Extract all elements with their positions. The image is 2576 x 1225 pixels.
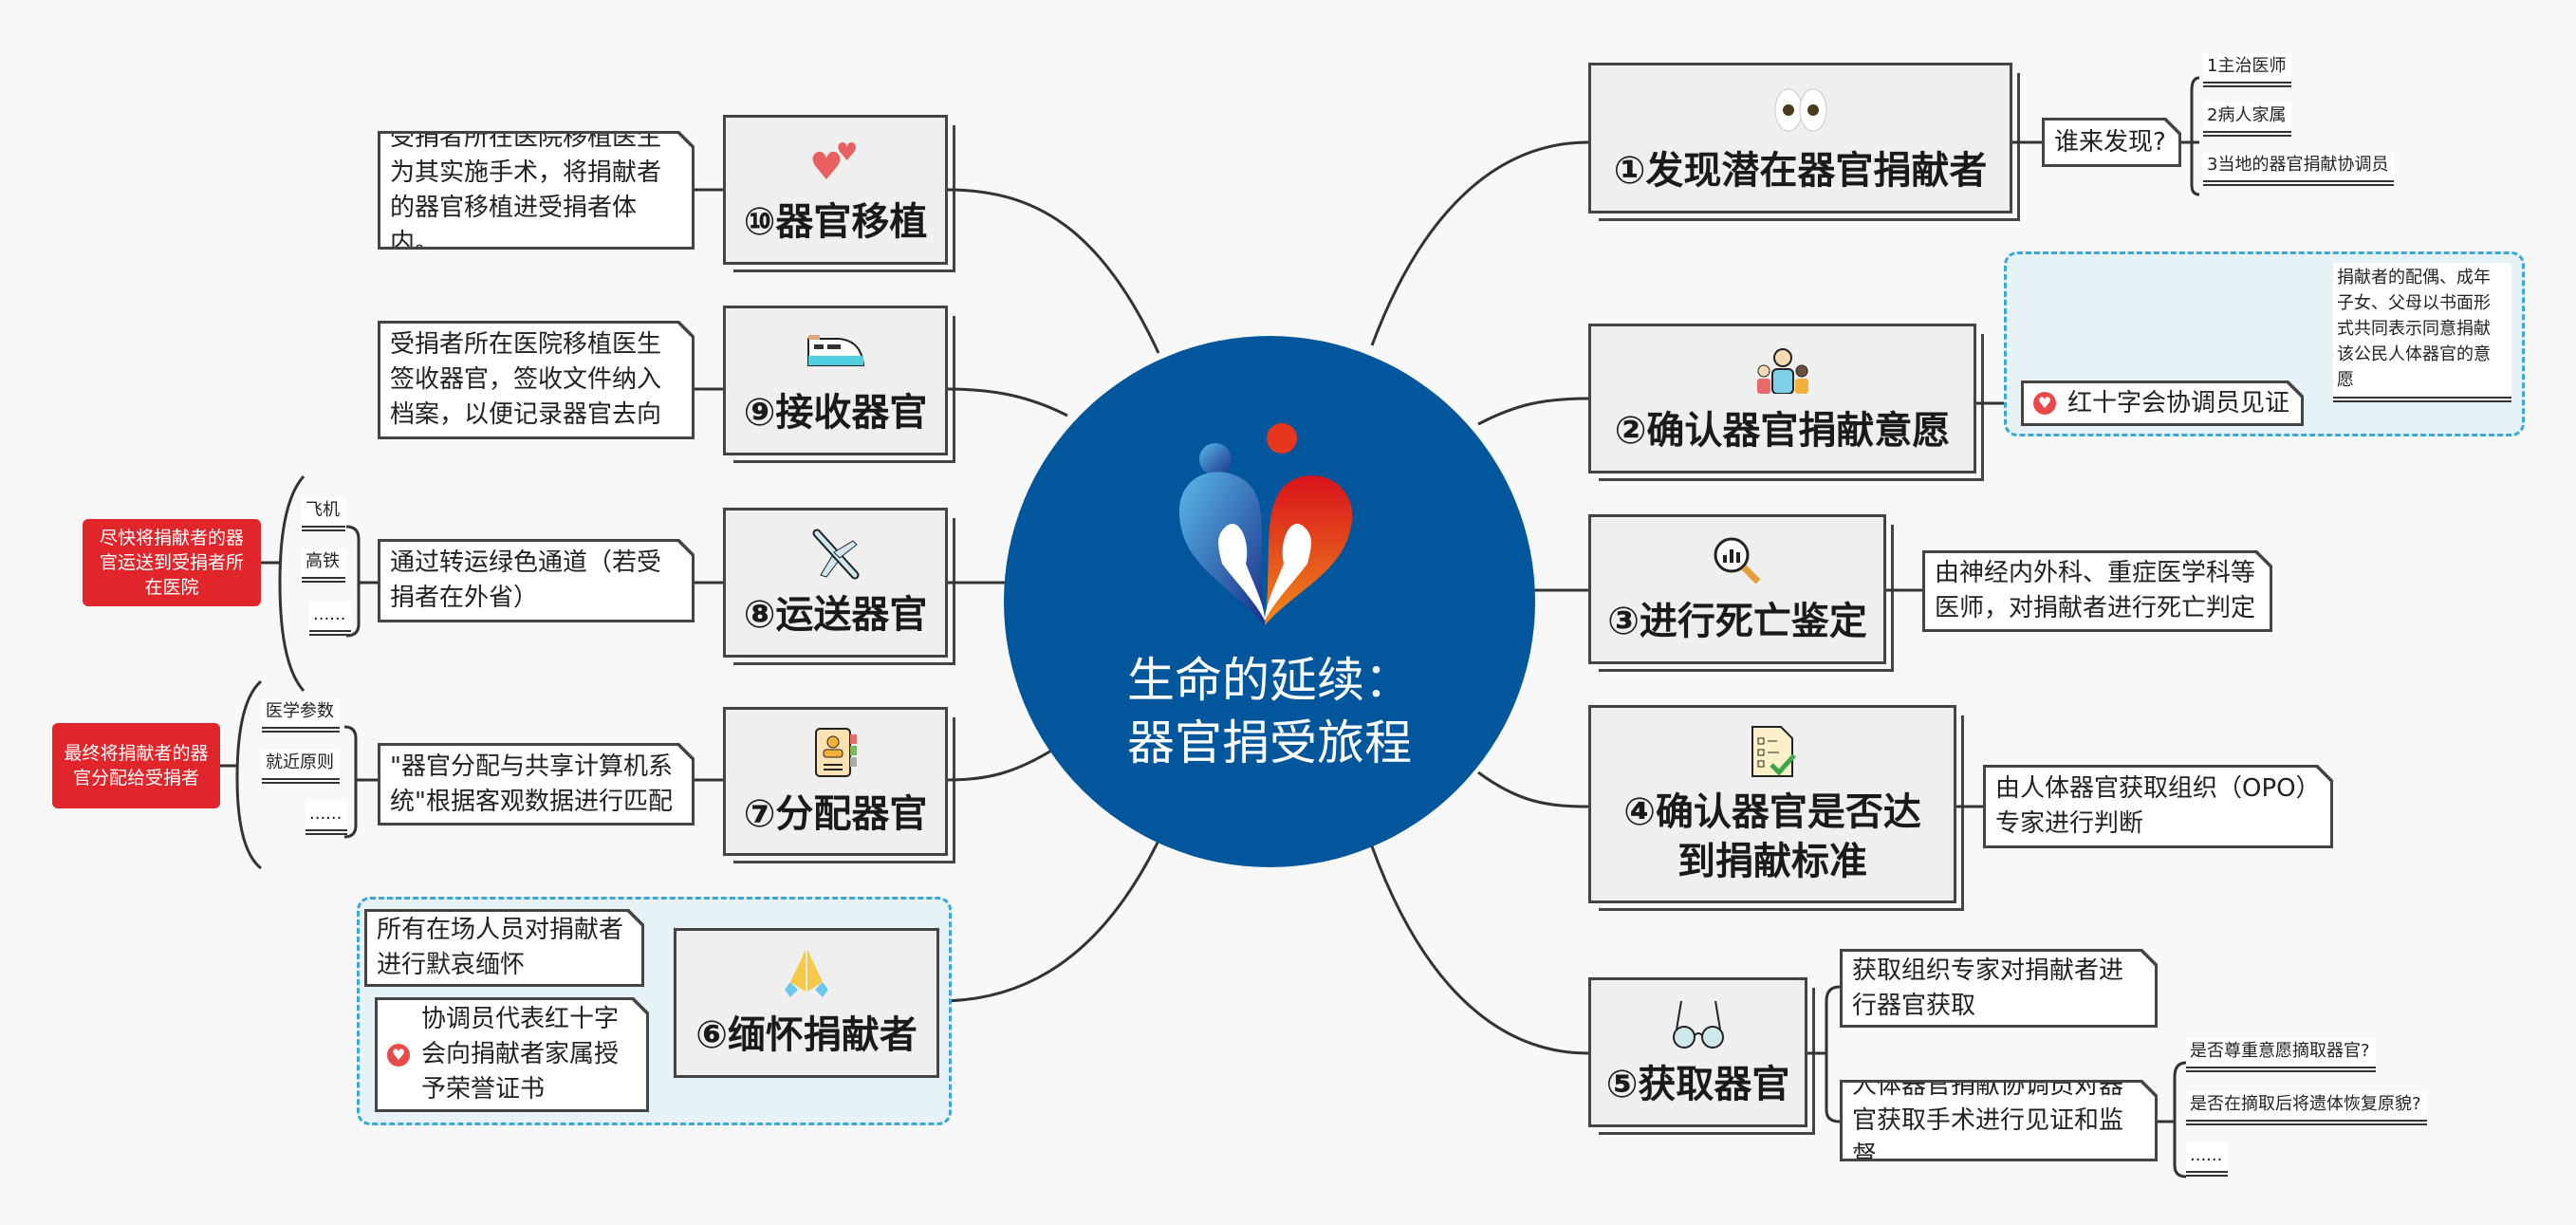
step-1-detail[interactable]: 谁来发现? [2042,118,2181,167]
step-5-detail-1[interactable]: 获取组织专家对捐献者进行器官获取 [1840,949,2158,1028]
heart-icon: ♥ [2033,392,2056,415]
step-10-detail[interactable]: 受捐者所在医院移植医生为其实施手术，将捐献者的器官移植进受捐者体内。 [378,131,695,250]
step-8-detail[interactable]: 通过转运绿色通道（若受捐者在外省） [378,539,695,622]
step-5-node[interactable]: ⑤获取器官 [1588,977,1815,1135]
step-5-sub-3[interactable]: ...... [2186,1142,2229,1177]
step-9-title: ⑨接收器官 [743,391,928,435]
svg-text:♥: ♥ [809,145,843,185]
step-8-sub-2[interactable]: 高铁 [302,548,345,583]
step-9-node[interactable]: ⑨接收器官 [723,306,955,463]
step-3-detail[interactable]: 由神经内外科、重症医学科等医师，对捐献者进行死亡判定 [1922,550,2272,632]
step-7-sub-3[interactable]: ...... [306,801,348,835]
hearts-icon: ♥♥ [807,133,864,190]
praying-hands-icon [783,946,830,1003]
step-1-detail-text: 谁来发现? [2045,121,2178,164]
step-4-detail[interactable]: 由人体器官获取组织（OPO）专家进行判断 [1983,765,2333,848]
central-title-line1: 生命的延续： [1127,653,1412,708]
step-7-summary[interactable]: 最终将捐献者的器官分配给受捐者 [52,723,220,808]
step-5-sub-2[interactable]: 是否在摘取后将遗体恢复原貌? [2186,1091,2427,1125]
airplane-icon [809,526,862,583]
central-title-line2: 器官捐受旅程 [1127,715,1412,770]
step-8-sub-1[interactable]: 飞机 [302,497,345,531]
eyes-icon [1772,82,1829,139]
svg-text:♥: ♥ [836,139,858,167]
step-6-node[interactable]: ⑥缅怀捐献者 [674,928,947,1086]
step-7-sub-2[interactable]: 就近原则 [262,750,340,784]
step-1-sub-3[interactable]: 3当地的器官捐献协调员 [2203,152,2395,186]
step-1-title: ①发现潜在器官捐献者 [1613,148,1988,193]
step-9-detail[interactable]: 受捐者所在医院移植医生签收器官，签收文件纳入档案，以便记录器官去向 [378,321,695,439]
step-3-node[interactable]: ③进行死亡鉴定 [1588,514,1894,672]
heart-icon: ♥ [387,1044,410,1067]
step-3-title: ③进行死亡鉴定 [1607,600,1867,643]
step-10-node[interactable]: ♥♥ ⑩器官移植 [723,115,955,272]
step-7-title: ⑦分配器官 [743,791,928,836]
step-4-node[interactable]: ④确认器官是否达 到捐献标准 [1588,705,1964,911]
magnifier-chart-icon [1711,532,1764,589]
step-10-title: ⑩器官移植 [743,200,928,244]
step-8-sub-3[interactable]: ...... [309,602,352,636]
step-10-detail-text: 受捐者所在医院移植医生为其实施手术，将捐献者的器官移植进受捐者体内。 [380,134,692,247]
central-topic[interactable]: 生命的延续： 器官捐受旅程 [1004,336,1535,867]
step-6-detail-2-text: 协调员代表红十字会向捐献者家属授予荣誉证书 [421,1005,620,1104]
step-7-detail[interactable]: "器官分配与共享计算机系统"根据客观数据进行匹配 [378,743,695,826]
central-title: 生命的延续： 器官捐受旅程 [1004,649,1535,774]
checklist-icon [1749,723,1796,780]
step-8-node[interactable]: ⑧运送器官 [723,508,955,665]
step-1-sub-1[interactable]: 1主治医师 [2203,53,2292,87]
step-7-detail-text: "器官分配与共享计算机系统"根据客观数据进行匹配 [380,746,692,823]
step-5-detail-1-text: 获取组织专家对捐献者进行器官获取 [1843,952,2155,1025]
step-8-title: ⑧运送器官 [743,593,928,637]
step-3-detail-text: 由神经内外科、重症医学科等医师，对捐献者进行死亡判定 [1925,553,2270,629]
step-1-node[interactable]: ①发现潜在器官捐献者 [1588,63,2020,221]
organ-donation-heart-logo [1179,423,1353,625]
step-4-title-line1: ④确认器官是否达 [1623,789,1921,834]
step-5-detail-2[interactable]: 人体器官捐献协调员对器官获取手术进行见证和监督 [1840,1080,2158,1161]
step-6-title: ⑥缅怀捐献者 [695,1013,917,1057]
step-2-title: ②确认器官捐献意愿 [1614,409,1951,453]
step-4-title-line2: 到捐献标准 [1677,839,1867,883]
step-6-detail-1[interactable]: 所有在场人员对捐献者进行默哀缅怀 [364,909,644,987]
step-9-detail-text: 受捐者所在医院移植医生签收器官，签收文件纳入档案，以便记录器官去向 [380,324,692,436]
step-7-node[interactable]: ⑦分配器官 [723,707,955,863]
id-card-icon [812,725,860,782]
step-5-sub-1[interactable]: 是否尊重意愿摘取器官? [2186,1038,2376,1072]
step-1-sub-2[interactable]: 2病人家属 [2203,102,2292,137]
step-2-note[interactable]: 捐献者的配偶、成年子女、父母以书面形式共同表示同意捐献该公民人体器官的意愿 [2333,263,2511,402]
step-6-detail-2[interactable]: ♥ 协调员代表红十字会向捐献者家属授予荣誉证书 [375,997,649,1112]
step-5-title: ⑤获取器官 [1605,1063,1790,1106]
step-7-sub-1[interactable]: 医学参数 [262,698,340,733]
step-5-detail-2-text: 人体器官捐献协调员对器官获取手术进行见证和监督 [1843,1083,2155,1159]
step-2-node[interactable]: ②确认器官捐献意愿 [1588,324,1984,481]
family-icon [1754,342,1811,399]
step-2-detail[interactable]: ♥ 红十字会协调员见证 [2021,380,2304,426]
step-6-detail-1-text: 所有在场人员对捐献者进行默哀缅怀 [367,912,641,984]
step-8-summary[interactable]: 尽快将捐献者的器官运送到受捐者所在医院 [83,519,261,606]
step-2-detail-text: 红十字会协调员见证 [2067,388,2290,418]
step-8-detail-text: 通过转运绿色通道（若受捐者在外省） [380,542,692,620]
train-icon [806,324,865,380]
glasses-icon [1670,995,1727,1052]
step-4-detail-text: 由人体器官获取组织（OPO）专家进行判断 [1986,768,2330,845]
